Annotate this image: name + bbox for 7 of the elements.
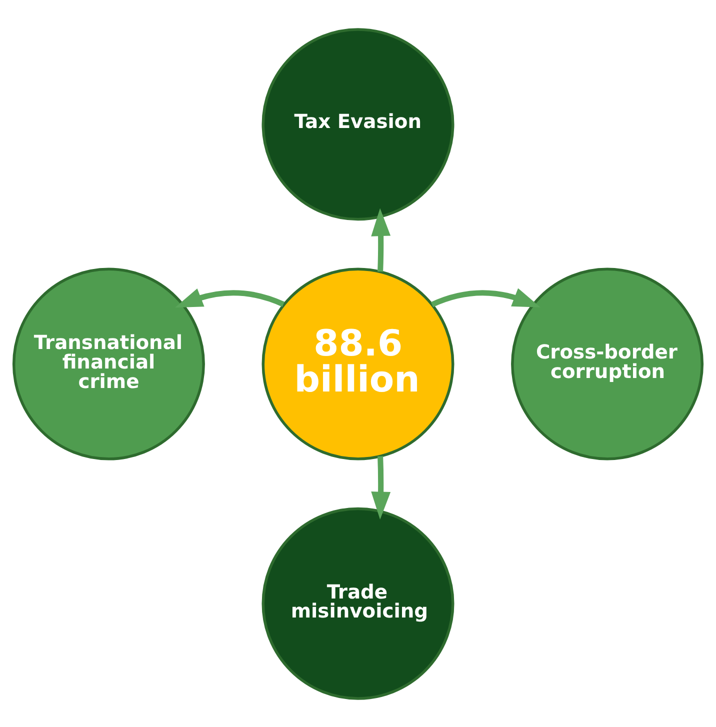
node-circle: 88.6 billion [262,267,454,460]
arrow [371,208,391,272]
node-circle: Tax Evasion [262,28,454,220]
node-circle: Trade misinvoicing [262,506,454,700]
arrow [371,456,391,520]
arrow [174,288,284,308]
arrow [430,288,540,307]
